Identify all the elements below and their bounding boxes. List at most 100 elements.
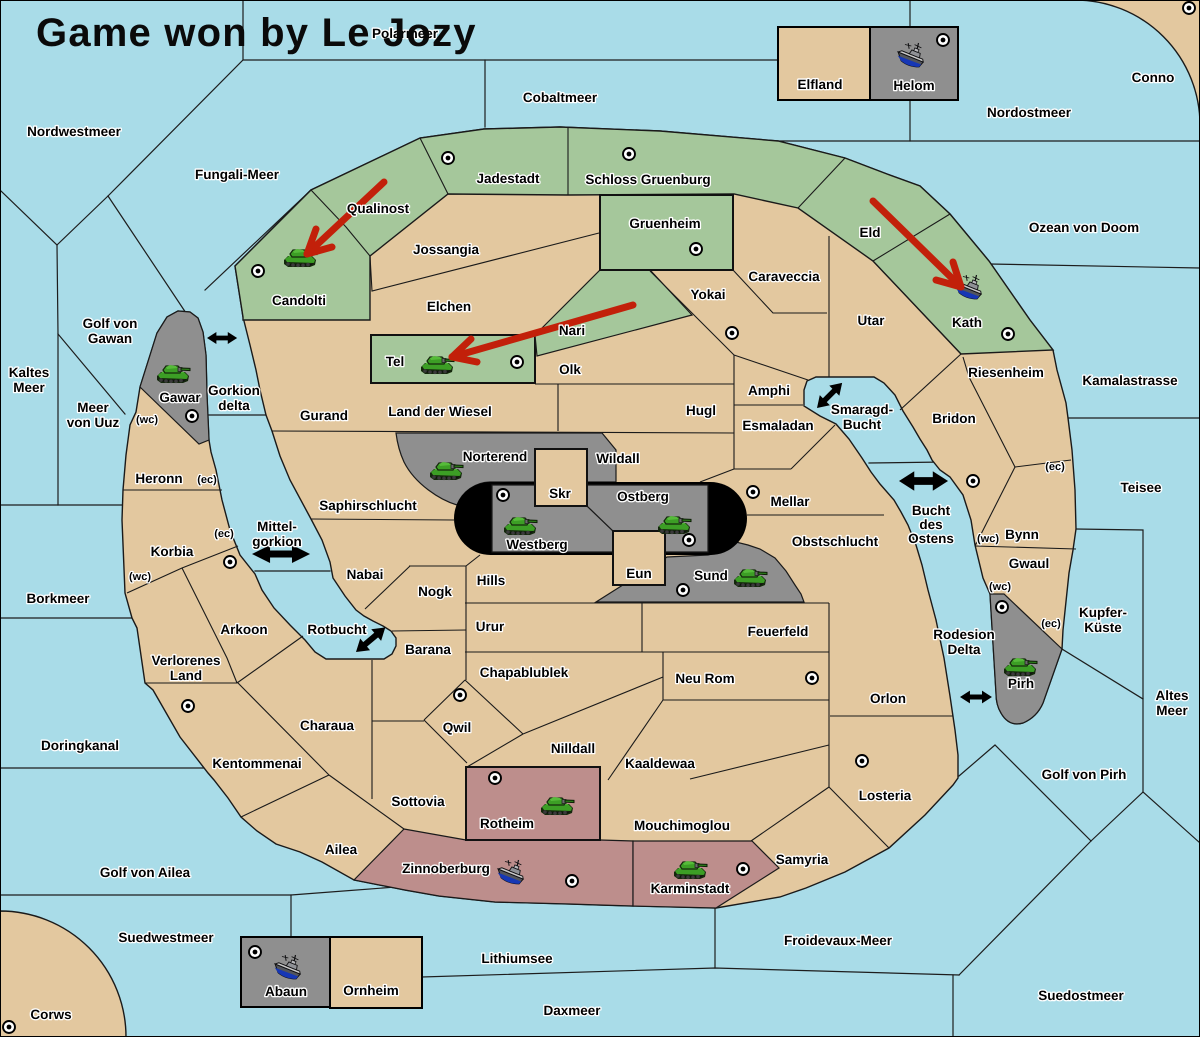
svg-text:Ornheim: Ornheim: [343, 983, 399, 998]
svg-text:Hills: Hills: [477, 573, 506, 588]
svg-text:Doringkanal: Doringkanal: [41, 738, 119, 753]
svg-text:Arkoon: Arkoon: [220, 622, 267, 637]
svg-text:(ec): (ec): [214, 528, 234, 540]
svg-text:Meer: Meer: [77, 400, 109, 415]
svg-text:Lithiumsee: Lithiumsee: [481, 951, 553, 966]
svg-text:Qwil: Qwil: [443, 720, 472, 735]
svg-text:Suedostmeer: Suedostmeer: [1038, 988, 1124, 1003]
svg-text:Gurand: Gurand: [300, 408, 348, 423]
svg-text:Candolti: Candolti: [272, 293, 326, 308]
svg-text:Qualinost: Qualinost: [347, 201, 410, 216]
svg-text:gorkion: gorkion: [252, 534, 302, 549]
svg-text:Game won by Le Jozy: Game won by Le Jozy: [36, 11, 477, 55]
svg-text:Land: Land: [170, 668, 202, 683]
svg-text:Gwaul: Gwaul: [1009, 556, 1050, 571]
svg-text:Mittel-: Mittel-: [257, 519, 297, 534]
svg-text:Riesenheim: Riesenheim: [968, 365, 1044, 380]
svg-text:Bridon: Bridon: [932, 411, 976, 426]
svg-text:Küste: Küste: [1084, 620, 1122, 635]
svg-text:Land der Wiesel: Land der Wiesel: [388, 404, 491, 419]
svg-text:Froidevaux-Meer: Froidevaux-Meer: [784, 933, 893, 948]
svg-text:Bynn: Bynn: [1005, 527, 1039, 542]
svg-text:Daxmeer: Daxmeer: [543, 1003, 601, 1018]
svg-text:Verlorenes: Verlorenes: [151, 653, 220, 668]
svg-text:Sund: Sund: [694, 568, 728, 583]
svg-text:Orlon: Orlon: [870, 691, 906, 706]
svg-text:Obstschlucht: Obstschlucht: [792, 534, 879, 549]
svg-text:Skr: Skr: [549, 486, 572, 501]
svg-text:Nordostmeer: Nordostmeer: [987, 105, 1072, 120]
svg-text:(ec): (ec): [1041, 618, 1061, 630]
svg-text:Tel: Tel: [386, 354, 405, 369]
svg-text:(wc): (wc): [129, 571, 151, 583]
svg-text:Helom: Helom: [893, 78, 934, 93]
svg-text:Feuerfeld: Feuerfeld: [748, 624, 809, 639]
svg-text:Zinnoberburg: Zinnoberburg: [402, 861, 490, 876]
svg-text:Saphirschlucht: Saphirschlucht: [319, 498, 417, 513]
svg-text:Kupfer-: Kupfer-: [1079, 605, 1127, 620]
svg-text:Jossangia: Jossangia: [413, 242, 480, 257]
svg-text:Altes: Altes: [1155, 688, 1188, 703]
svg-text:(ec): (ec): [197, 474, 217, 486]
svg-text:Elfland: Elfland: [797, 77, 842, 92]
svg-text:Kaaldewaa: Kaaldewaa: [625, 756, 695, 771]
svg-text:Rotheim: Rotheim: [480, 816, 534, 831]
svg-text:Eld: Eld: [859, 225, 880, 240]
svg-text:Olk: Olk: [559, 362, 581, 377]
svg-text:Norterend: Norterend: [463, 449, 528, 464]
svg-text:Westberg: Westberg: [506, 537, 567, 552]
svg-text:Urur: Urur: [476, 619, 505, 634]
svg-text:Caraveccia: Caraveccia: [748, 269, 820, 284]
svg-text:Golf von: Golf von: [83, 316, 138, 331]
svg-text:Golf von Pirh: Golf von Pirh: [1042, 767, 1127, 782]
svg-text:delta: delta: [218, 398, 250, 413]
svg-text:Ostberg: Ostberg: [617, 489, 669, 504]
svg-text:Wildall: Wildall: [596, 451, 639, 466]
svg-text:Gawan: Gawan: [88, 331, 132, 346]
svg-text:Hugl: Hugl: [686, 403, 716, 418]
svg-text:Gruenheim: Gruenheim: [629, 216, 700, 231]
svg-text:Delta: Delta: [947, 642, 981, 657]
svg-text:Sottovia: Sottovia: [391, 794, 445, 809]
svg-text:Samyria: Samyria: [776, 852, 829, 867]
svg-text:Ailea: Ailea: [325, 842, 358, 857]
svg-text:Jadestadt: Jadestadt: [476, 171, 540, 186]
svg-text:Esmaladan: Esmaladan: [742, 418, 813, 433]
svg-text:Cobaltmeer: Cobaltmeer: [523, 90, 598, 105]
svg-text:Rotbucht: Rotbucht: [307, 622, 367, 637]
svg-text:Charaua: Charaua: [300, 718, 355, 733]
svg-text:Nordwestmeer: Nordwestmeer: [27, 124, 122, 139]
svg-text:Nilldall: Nilldall: [551, 741, 595, 756]
svg-text:Gorkion: Gorkion: [208, 383, 260, 398]
svg-text:Heronn: Heronn: [135, 471, 182, 486]
svg-text:Losteria: Losteria: [859, 788, 912, 803]
svg-text:(wc): (wc): [977, 533, 999, 545]
svg-text:Smaragd-: Smaragd-: [831, 402, 893, 417]
svg-text:Bucht: Bucht: [912, 503, 951, 518]
svg-text:Rodesion: Rodesion: [933, 627, 995, 642]
svg-text:Elchen: Elchen: [427, 299, 471, 314]
svg-text:Kamalastrasse: Kamalastrasse: [1082, 373, 1178, 388]
svg-text:Chapablublek: Chapablublek: [480, 665, 569, 680]
svg-text:Kath: Kath: [952, 315, 982, 330]
svg-text:(wc): (wc): [136, 414, 158, 426]
svg-text:Nabai: Nabai: [347, 567, 384, 582]
svg-text:Gawar: Gawar: [159, 390, 201, 405]
svg-text:Korbia: Korbia: [151, 544, 194, 559]
svg-text:Fungali-Meer: Fungali-Meer: [195, 167, 280, 182]
svg-text:Borkmeer: Borkmeer: [26, 591, 90, 606]
svg-text:Barana: Barana: [405, 642, 451, 657]
svg-text:Bucht: Bucht: [843, 417, 882, 432]
svg-text:Pirh: Pirh: [1008, 676, 1034, 691]
svg-text:(ec): (ec): [1045, 461, 1065, 473]
svg-text:Meer: Meer: [13, 380, 45, 395]
svg-text:Utar: Utar: [857, 313, 885, 328]
svg-text:Golf von Ailea: Golf von Ailea: [100, 865, 191, 880]
svg-text:Suedwestmeer: Suedwestmeer: [118, 930, 214, 945]
svg-text:Karminstadt: Karminstadt: [651, 881, 730, 896]
svg-text:Nari: Nari: [559, 323, 585, 338]
svg-text:Neu Rom: Neu Rom: [675, 671, 734, 686]
svg-text:Mellar: Mellar: [770, 494, 810, 509]
svg-text:(wc): (wc): [989, 581, 1011, 593]
svg-text:Nogk: Nogk: [418, 584, 452, 599]
